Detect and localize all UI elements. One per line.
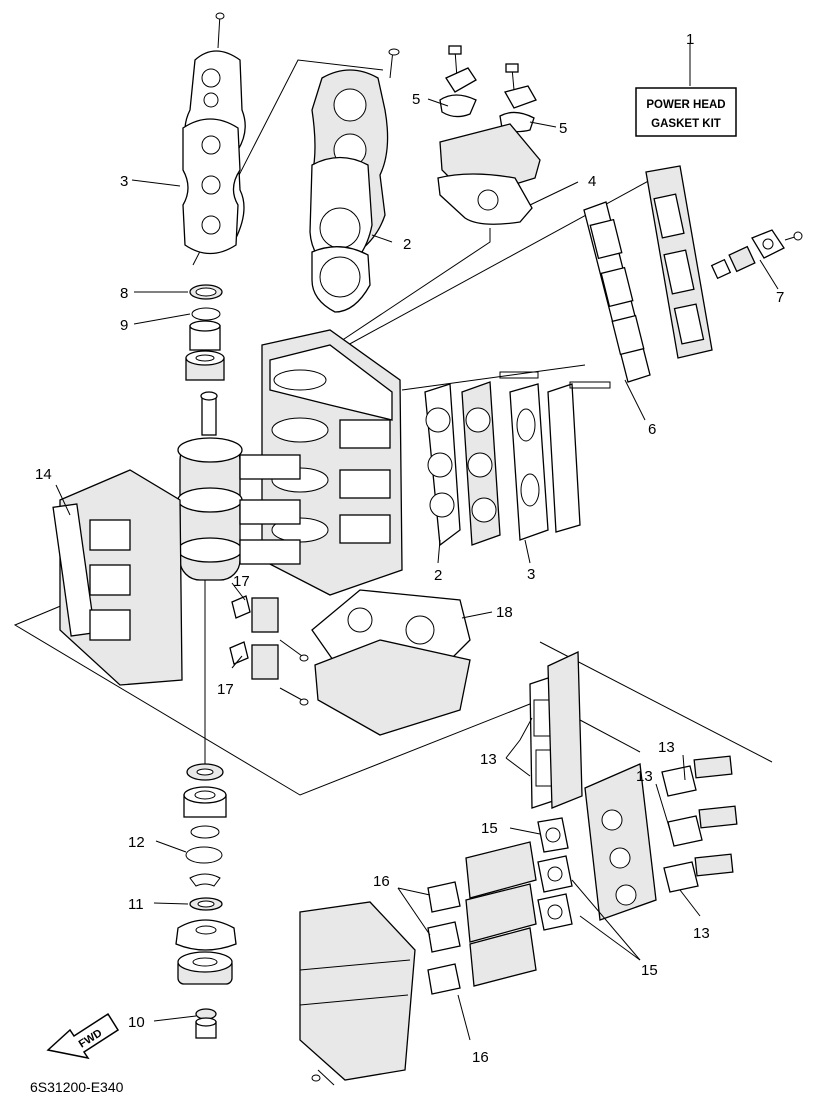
head-cover-part-3 (182, 12, 246, 255)
fuel-pump-part-17 (229, 595, 309, 706)
cylinder-gaskets-lower (424, 371, 611, 547)
diagram-reference-code: 6S31200-E340 (30, 1079, 124, 1095)
crankshaft-assembly (177, 391, 301, 770)
reed-valve-assembly (529, 650, 738, 931)
callout-1: 1 (686, 31, 694, 48)
intake-manifold-part-14 (52, 469, 183, 686)
exhaust-cover-part-6 (583, 165, 713, 383)
thermostat-part-7 (710, 229, 803, 280)
callout-11: 11 (128, 896, 144, 913)
crankcase-block (261, 329, 403, 596)
callout-4: 4 (588, 173, 596, 190)
callout-6: 6 (648, 421, 656, 438)
callout-9: 9 (120, 317, 128, 334)
callout-8: 8 (120, 285, 128, 302)
callout-10: 10 (128, 1014, 145, 1031)
callout-16-lower: 16 (472, 1049, 489, 1066)
callout-numbers: 1 2 2 3 3 4 5 5 6 7 8 9 10 11 12 13 13 1… (35, 31, 784, 1066)
callout-leader-lines (55, 44, 779, 1041)
callout-7: 7 (776, 289, 784, 306)
callout-17-lower: 17 (217, 681, 234, 698)
seals-parts-8-9 (185, 284, 225, 381)
forward-direction-arrow: FWD (46, 1012, 120, 1060)
callout-13-top: 13 (658, 739, 675, 756)
callout-5-left: 5 (412, 91, 420, 108)
callout-13-middle: 13 (636, 768, 653, 785)
gasket-kit-label: POWER HEAD GASKET KIT (635, 87, 737, 137)
callout-18: 18 (496, 604, 513, 621)
callout-3-upper: 3 (120, 173, 128, 190)
top-cover-parts-4-5 (437, 45, 541, 225)
callout-15-lower: 15 (641, 962, 658, 979)
kit-label-line2: GASKET KIT (651, 118, 721, 130)
callout-2-lower: 2 (434, 567, 442, 584)
callout-13-bottom: 13 (693, 925, 710, 942)
intake-silencer-part-16 (299, 841, 537, 1086)
kit-label-line1: POWER HEAD (646, 99, 725, 111)
callout-13-left: 13 (480, 751, 497, 768)
callout-15-upper: 15 (481, 820, 498, 837)
driveshaft-seals-parts-10-11-12 (175, 763, 237, 1039)
callout-14: 14 (35, 466, 52, 483)
callout-12: 12 (128, 834, 145, 851)
callout-3-lower: 3 (527, 566, 535, 583)
callout-17-upper: 17 (233, 573, 250, 590)
callout-2-upper: 2 (403, 236, 411, 253)
cylinder-head-part-2 (309, 48, 400, 313)
callout-5-right: 5 (559, 120, 567, 137)
callout-16-upper: 16 (373, 873, 390, 890)
base-gasket-part-18 (311, 589, 471, 736)
